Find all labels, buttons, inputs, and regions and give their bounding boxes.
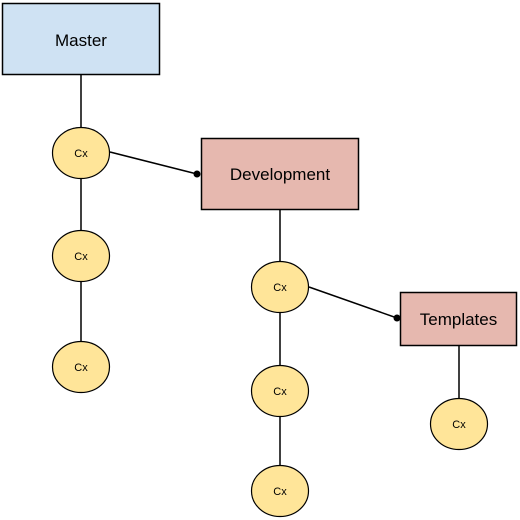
commit-node-templates-1[interactable]: Cx: [429, 397, 489, 451]
commit-node-development-1[interactable]: Cx: [250, 260, 310, 314]
commit-node-label: Cx: [452, 419, 466, 431]
commit-node-master-3[interactable]: Cx: [51, 340, 111, 394]
connectors: [80, 75, 460, 466]
templates-box-label: Templates: [420, 310, 497, 329]
commit-node-label: Cx: [273, 486, 287, 498]
development-box-shape: [200, 137, 360, 211]
commit-node-shape: [250, 364, 310, 418]
commit-node-master-2[interactable]: Cx: [51, 229, 111, 283]
templates-branch-box[interactable]: Templates: [399, 291, 518, 347]
commit-node-shape: [250, 464, 310, 518]
commit-node-shape: [250, 260, 310, 314]
connector-commit-to-templates: [308, 286, 398, 319]
development-branch-box[interactable]: Development: [200, 137, 360, 211]
development-box-label: Development: [230, 165, 330, 184]
commit-node-label: Cx: [273, 282, 287, 294]
commit-node-development-2[interactable]: Cx: [250, 364, 310, 418]
endpoint-dot-development: [193, 170, 201, 178]
commit-node-master-1[interactable]: Cx: [51, 126, 111, 180]
master-box-label: Master: [55, 31, 107, 50]
commit-node-label: Cx: [273, 386, 287, 398]
commit-node-shape: [51, 340, 111, 394]
connector-commit-to-development: [109, 151, 198, 175]
commit-node-label: Cx: [74, 251, 88, 263]
commit-node-shape: [51, 229, 111, 283]
endpoint-dot-templates: [393, 314, 401, 322]
master-branch-box[interactable]: Master: [1, 2, 161, 76]
templates-box-shape: [399, 291, 518, 347]
commit-node-shape: [429, 397, 489, 451]
commit-node-development-3[interactable]: Cx: [250, 464, 310, 518]
master-box-shape: [1, 2, 161, 76]
commit-node-shape: [51, 126, 111, 180]
commit-node-label: Cx: [74, 148, 88, 160]
commit-node-label: Cx: [74, 362, 88, 374]
